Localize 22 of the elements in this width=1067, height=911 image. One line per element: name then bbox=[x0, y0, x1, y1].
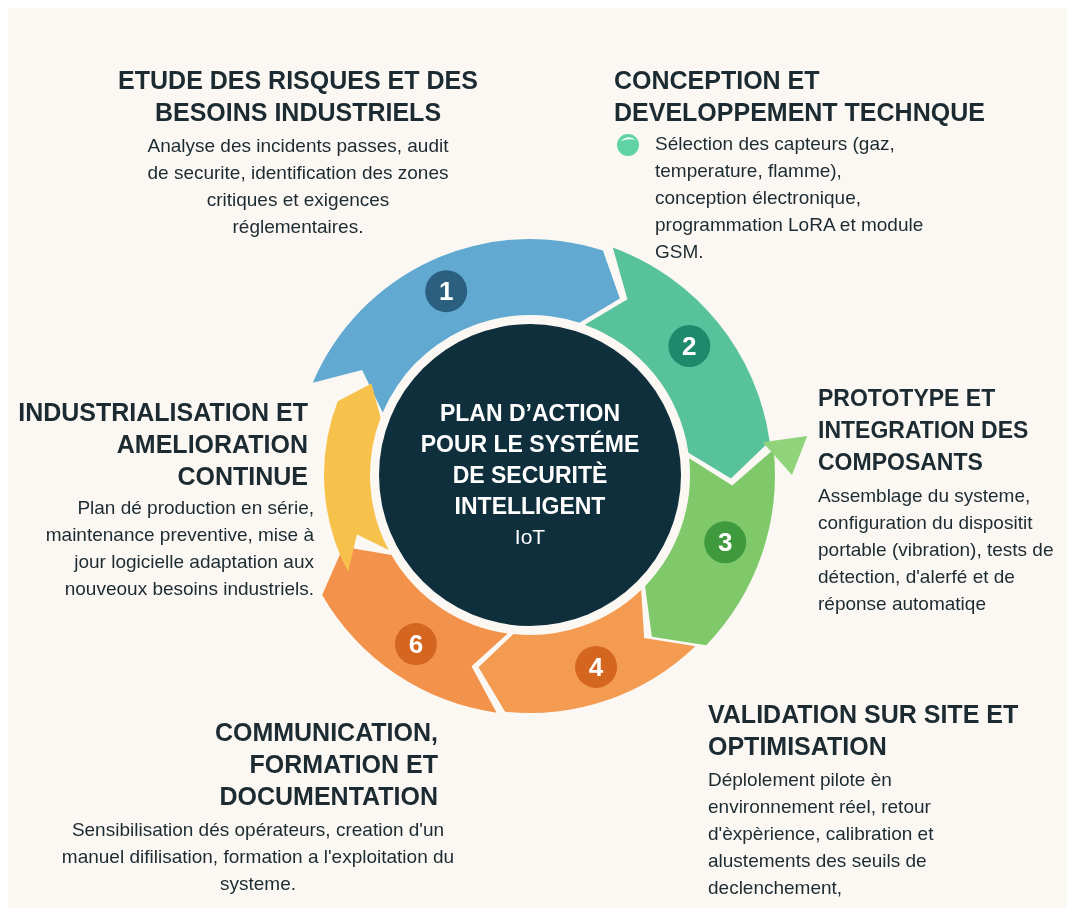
step-heading: PROTOTYPE ET INTEGRATION DES COMPOSANTS bbox=[818, 384, 1030, 477]
step-description: Analyse des incidents passes, audit de securite, identification des zones critiques et exigences réglementaires. bbox=[146, 134, 450, 239]
step-description: Plan dé production en série, maintenance preventive, mise à jour logicielle adaptation aux nouveoux besoins industriels. bbox=[44, 496, 314, 601]
number-badge: 1 bbox=[425, 270, 468, 313]
step-arrow-segment bbox=[645, 449, 775, 646]
center-title: PLAN D’ACTION POUR LE SYSTÉME DE SECURITÈ INTELLIGENT bbox=[419, 399, 641, 521]
step-description: Déplolement pilote èn environnement réel, retour d'èxpèrience, calibration et alustements des seuils de declenchement, bbox=[708, 768, 935, 900]
number-badge: 4 bbox=[575, 645, 618, 688]
step-heading: CONCEPTION ET DEVELOPPEMENT TECHNQUE bbox=[614, 65, 986, 128]
number-badge: 3 bbox=[704, 521, 747, 564]
step-description: Sélection des capteurs (gaz, temperature, flamme), conception électronique, programmation LoRA et module GSM. bbox=[655, 132, 925, 264]
step-arrow-segment bbox=[478, 590, 696, 713]
step-heading: INDUSTRIALISATION ET AMELIORATION CONTINUE bbox=[18, 397, 308, 492]
number-badge: 2 bbox=[668, 325, 711, 367]
step-description: Sensibilisation dés opérateurs, creation d'un manuel difilisation, formation a l'exploitation du systeme. bbox=[60, 818, 456, 896]
step-heading: COMMUNICATION, FORMATION ET DOCUMENTATION bbox=[213, 717, 438, 812]
center-subtitle: IoT bbox=[514, 524, 546, 550]
arrow-segment bbox=[324, 383, 389, 572]
step-heading: ETUDE DES RISQUES ET DES BESOINS INDUSTRIELS bbox=[117, 65, 479, 128]
number-badge: 6 bbox=[394, 623, 437, 666]
step-description: Assemblage du systeme, configuration du dispositit portable (vibration), tests de détection, d'alerfé et de réponse automatiqe bbox=[818, 484, 1055, 616]
step-heading: VALIDATION SUR SITE ET OPTIMISATION bbox=[708, 699, 1020, 762]
